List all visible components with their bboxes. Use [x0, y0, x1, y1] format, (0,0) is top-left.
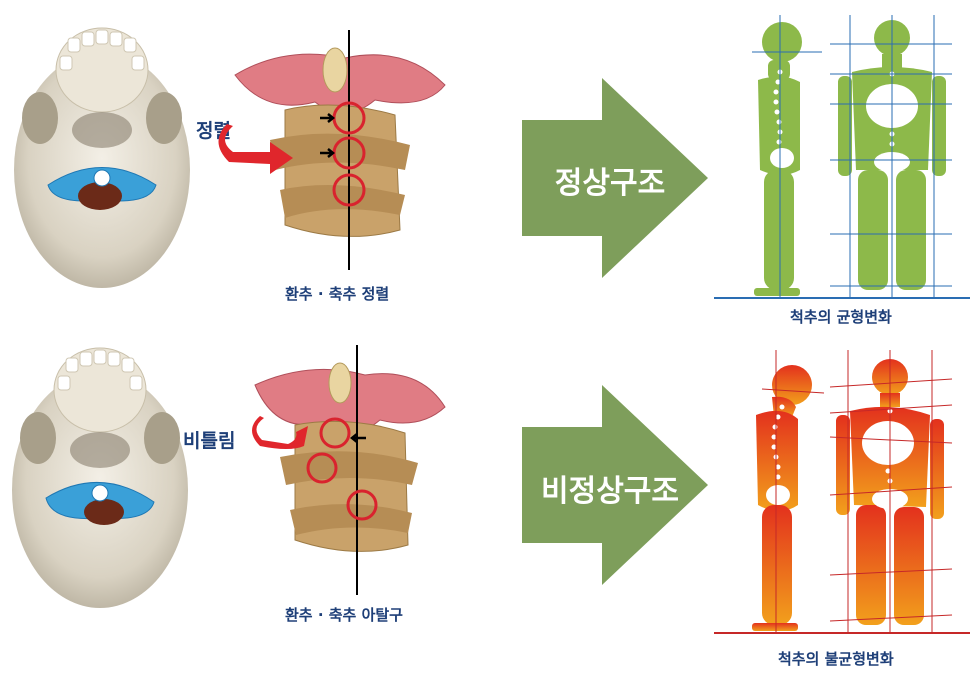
body-caption-bottom: 척추의 불균형변화: [778, 650, 894, 668]
body-figures-balanced: [712, 10, 972, 305]
rotation-label-bottom: 비틀림: [183, 430, 236, 452]
rotation-arrow-bottom: [252, 416, 308, 449]
vertebra-caption-bottom: 환추 · 축추 아탈구: [285, 606, 403, 624]
cervical-vertebrae-subluxation: [240, 345, 460, 595]
rotation-arrow-top: [218, 124, 293, 174]
vertebra-caption-top: 환추 · 축추 정렬: [285, 285, 390, 303]
cervical-vertebrae-aligned: [225, 30, 455, 270]
body-figures-imbalanced: [712, 345, 972, 640]
skull-illustration-top: [0, 0, 200, 300]
skull-illustration-bottom: [0, 340, 200, 640]
arrow-normal: [522, 78, 708, 278]
arrow-abnormal: [522, 385, 708, 585]
arrow-label-abnormal: 비정상구조: [541, 474, 679, 509]
body-caption-top: 척추의 균형변화: [790, 308, 892, 326]
arrow-label-normal: 정상구조: [554, 166, 666, 201]
